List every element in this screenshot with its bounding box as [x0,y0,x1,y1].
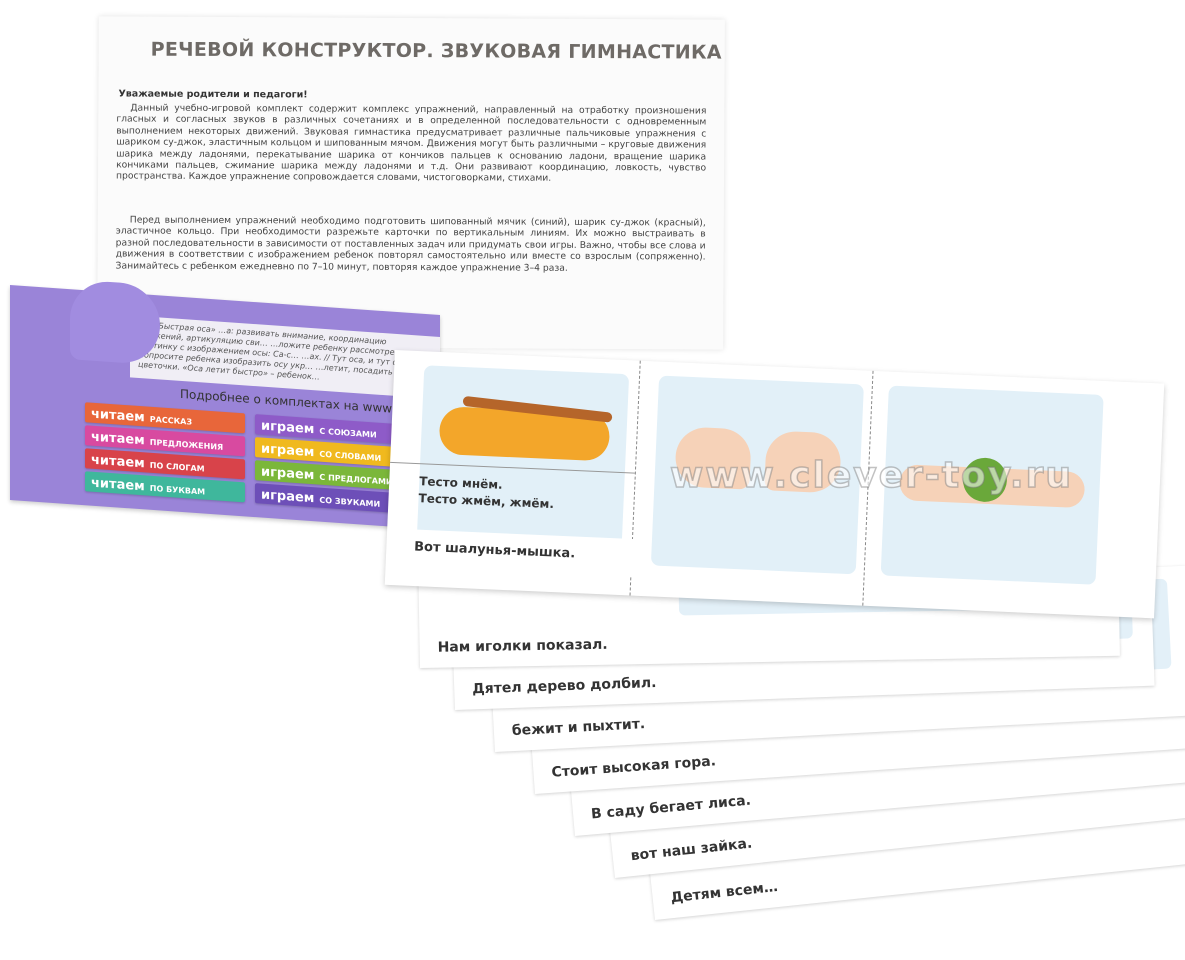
watermark: www.clever-toy.ru [669,454,1073,497]
card-text: Детям всем… [669,879,779,907]
series-title: читаем [91,452,145,472]
series-subtitle: предложения [149,437,224,452]
series-subtitle: со звуками [319,495,381,509]
series-title: читаем [91,429,145,449]
booklet-title: РЕЧЕВОЙ КОНСТРУКТОР. ЗВУКОВАЯ ГИМНАСТИКА [150,38,722,64]
card-text: Тесто мнём. Тесто жмём, жмём. [418,473,555,513]
series-subtitle: по буквам [149,483,206,497]
card-text: бежит и пыхтит. [511,716,646,740]
card-text: вот наш зайка. [629,835,753,865]
series-subtitle: со словами [319,449,382,463]
series-title: читаем [91,475,145,495]
card-text: В саду бегает лиса. [590,792,752,823]
series-title: читаем [91,406,145,426]
series-title: играем [261,464,315,484]
series-subtitle: рассказ [149,414,193,427]
series-subtitle: с предлогами [319,472,393,487]
series-title: играем [261,441,315,461]
card-text: Нам иголки показал. [437,636,608,656]
purple-folder: …а «Быстрая оса» …а: развивать внимание,… [10,279,440,531]
series-subtitle: с союзами [319,426,377,440]
card-line: Вот шалунья-мышка. [413,539,576,562]
card-text: Дятел дерево долбил. [472,674,657,698]
booklet-paragraph: Перед выполнением упражнений необходимо … [115,214,706,274]
card-text: Стоит высокая гора. [551,753,717,781]
booklet-paragraph: Данный учебно-игровой комплект содержит … [116,102,707,185]
series-title: играем [261,487,315,507]
series-title: играем [261,418,315,438]
series-subtitle: по слогам [149,460,205,474]
booklet-greeting: Уважаемые родители и педагоги! [118,88,308,101]
